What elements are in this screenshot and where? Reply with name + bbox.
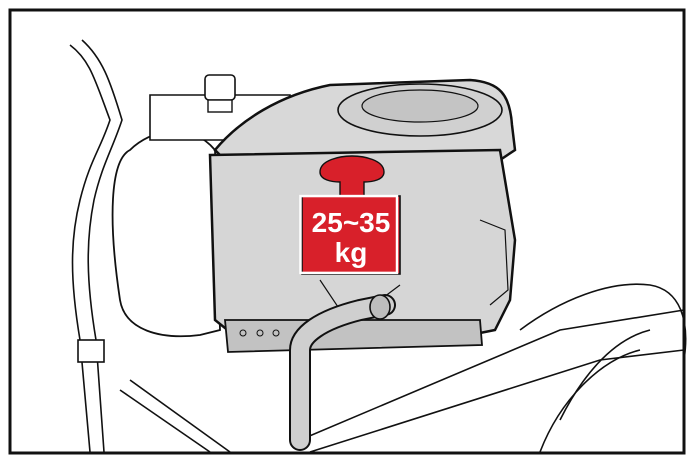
weight-value: 25~35 bbox=[312, 207, 391, 238]
weight-unit: kg bbox=[335, 237, 368, 268]
fuel-cap bbox=[205, 75, 235, 100]
engine-crankcase bbox=[225, 320, 482, 352]
